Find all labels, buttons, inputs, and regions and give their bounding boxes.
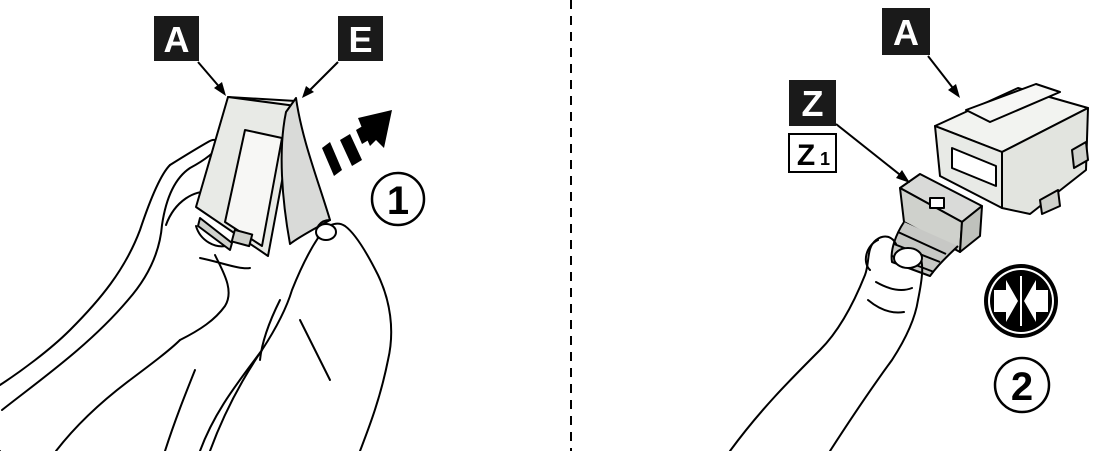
label-z: Z bbox=[802, 83, 824, 124]
left-panel: 1 A E bbox=[0, 16, 424, 451]
arrow-motion-icon bbox=[322, 110, 392, 176]
right-hand-illustration bbox=[200, 220, 391, 451]
label-e: E bbox=[348, 19, 372, 60]
label-a-right: A bbox=[893, 12, 919, 53]
hand-holding-connector bbox=[730, 237, 922, 451]
label-z1-main: Z bbox=[797, 139, 815, 172]
label-a-left: A bbox=[164, 19, 190, 60]
pointer-a-right bbox=[928, 56, 960, 98]
connect-arrows-icon bbox=[984, 264, 1058, 338]
step-1-number: 1 bbox=[387, 179, 409, 223]
pointer-a-left bbox=[198, 62, 226, 96]
pointer-e bbox=[302, 62, 338, 98]
right-panel: 2 A Z Z 1 bbox=[730, 8, 1088, 451]
step-2-number: 2 bbox=[1011, 365, 1033, 409]
pointer-z bbox=[836, 124, 910, 183]
label-z1-sub: 1 bbox=[820, 149, 830, 169]
